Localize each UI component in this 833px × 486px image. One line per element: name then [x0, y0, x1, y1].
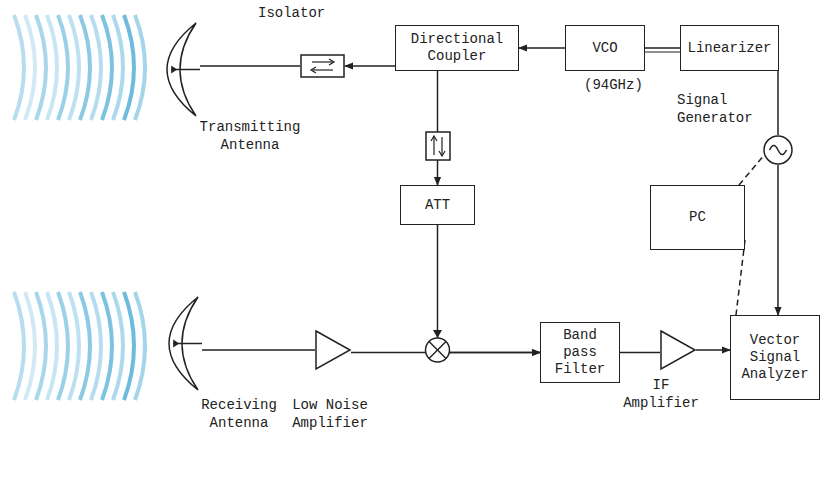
node-label: IF Amplifier [620, 376, 702, 412]
tri-outline [660, 330, 696, 370]
wave-arc [80, 292, 90, 400]
node-label: Receiving Antenna [196, 396, 282, 432]
coupler-box: Directional Coupler [395, 25, 519, 71]
box-label: Directional Coupler [400, 31, 514, 65]
signal-generator: Signal Generator [763, 135, 793, 165]
wave-arc [69, 15, 79, 120]
node-label: Low Noise Amplifier [285, 396, 375, 432]
signal-line [438, 225, 541, 353]
wave-arc [113, 15, 123, 120]
box-label: Band pass Filter [545, 327, 615, 377]
signal-line [620, 352, 660, 354]
node-label: Signal Generator [677, 91, 761, 127]
wave-arc [14, 292, 24, 400]
box-label: Linearizer [687, 40, 771, 57]
linearizer-box: Linearizer [680, 25, 779, 71]
wave-arc [58, 15, 68, 120]
signal-line [437, 71, 439, 185]
box-label: PC [689, 209, 706, 226]
amplifier-triangle: Low Noise Amplifier [315, 330, 351, 370]
node-label: Isolator [258, 4, 348, 22]
filter-box: Band pass Filter [540, 322, 620, 383]
antenna: Receiving Antenna [162, 296, 202, 391]
wave-arc [91, 15, 101, 120]
box-label: Vector Signal Analyzer [735, 332, 815, 382]
wave-arc [80, 15, 90, 120]
signal-line [777, 165, 779, 315]
mixer-symbol [426, 330, 450, 362]
wave-arc [36, 15, 46, 120]
circle-outline [763, 135, 793, 165]
attenuator-box: ATT [400, 185, 475, 225]
signal-line [345, 65, 395, 67]
double-line [645, 51, 680, 52]
wave-arc [135, 15, 145, 120]
signal-line [645, 47, 680, 49]
oscillator-box: VCO(94GHz) [565, 25, 645, 71]
signal-line [200, 65, 300, 67]
wave-arc [25, 292, 35, 400]
isolator-symbol [426, 132, 450, 160]
radio-waves [14, 15, 145, 400]
wave-arc [69, 292, 79, 400]
wave-arc [113, 292, 123, 400]
wave-arc [36, 292, 46, 400]
box-label: ATT [425, 197, 450, 214]
node-label: Transmitting Antenna [190, 118, 310, 154]
signal-line [519, 47, 565, 49]
wave-arc [135, 292, 145, 400]
wave-arc [102, 292, 112, 400]
computer-box: PC [650, 185, 745, 250]
dashed-control-line [739, 154, 765, 185]
dish-outline [160, 22, 200, 117]
wave-arc [124, 292, 134, 400]
signal-line [202, 349, 315, 351]
wave-arc [102, 15, 112, 120]
iso-outline [300, 54, 345, 78]
node-label: (94GHz) [584, 76, 664, 94]
wave-arc [58, 292, 68, 400]
wave-arc [91, 292, 101, 400]
box-label: VCO [592, 40, 617, 57]
dashed-control-line [736, 240, 745, 315]
signal-line [777, 71, 779, 135]
wave-arc [124, 15, 134, 120]
wave-arc [14, 15, 24, 120]
signal-line [696, 349, 730, 351]
wave-arc [25, 15, 35, 120]
isolator: Isolator [300, 54, 345, 78]
wave-arc [47, 292, 57, 400]
dish-outline [162, 296, 202, 391]
tri-outline [315, 330, 351, 370]
amplifier-triangle: IF Amplifier [660, 330, 696, 370]
wave-arc [47, 15, 57, 120]
antenna: Transmitting Antenna [160, 22, 200, 117]
analyzer-box: Vector Signal Analyzer [730, 315, 820, 400]
